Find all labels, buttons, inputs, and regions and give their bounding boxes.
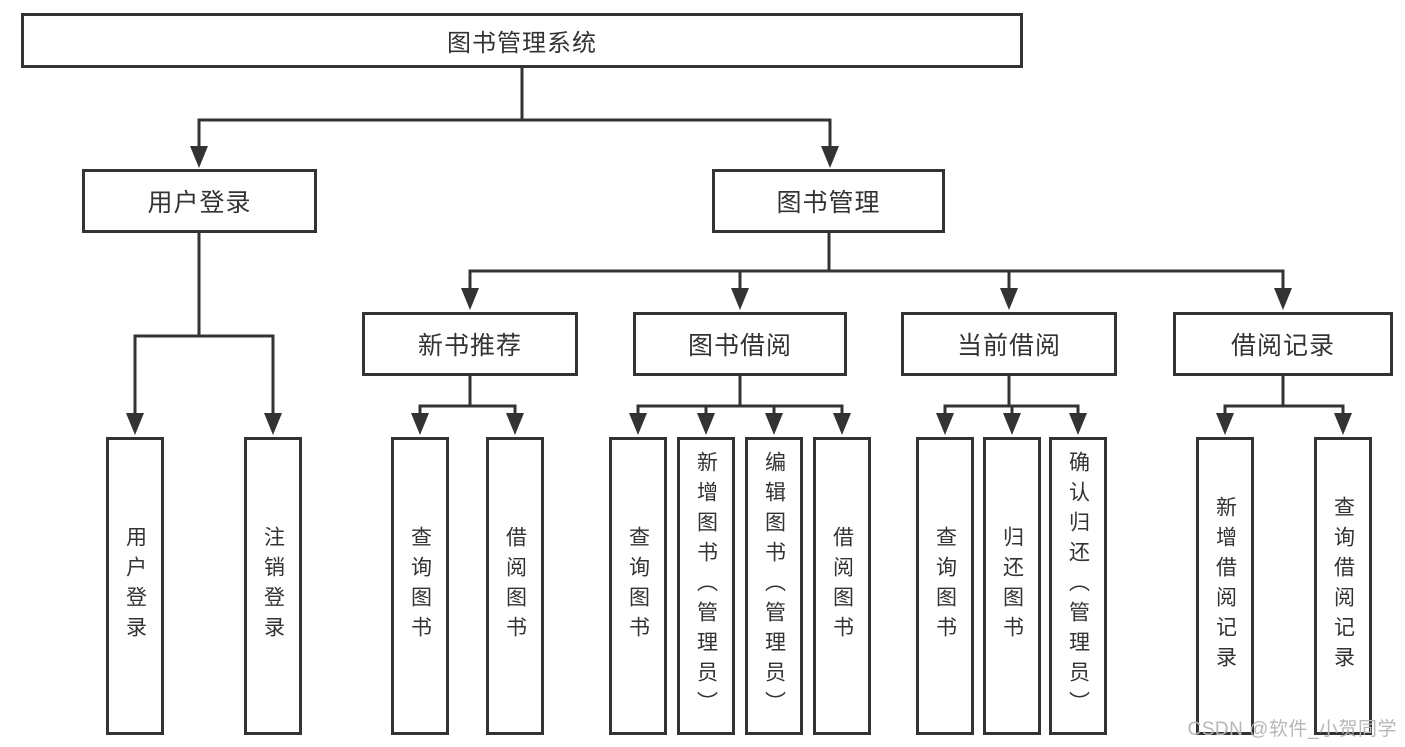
connector-new-book-recommend-to-leaves xyxy=(411,376,524,435)
leaf-edit-books-admin: 编辑图书（管理员） xyxy=(745,437,803,735)
leaf-user-login: 用户登录 xyxy=(106,437,164,735)
node-new-book-recommend: 新书推荐 xyxy=(362,312,578,376)
connector-borrow-record-to-leaves xyxy=(1216,376,1352,435)
leaf-label: 归还图书 xyxy=(1000,526,1024,646)
connector-user-login-to-leaves xyxy=(126,233,282,435)
leaf-add-books-admin: 新增图书（管理员） xyxy=(677,437,735,735)
connector-book-management-to-level2 xyxy=(461,233,1292,310)
leaf-query-books-borrow: 查询图书 xyxy=(609,437,667,735)
leaf-label: 查询图书 xyxy=(933,526,957,646)
node-user-login: 用户登录 xyxy=(82,169,317,233)
leaf-query-books-recommend: 查询图书 xyxy=(391,437,449,735)
leaf-label: 借阅图书 xyxy=(830,526,854,646)
arrow-to-borrow-record xyxy=(1274,288,1292,310)
leaf-label: 新增借阅记录 xyxy=(1213,496,1237,676)
leaf-borrow-books: 借阅图书 xyxy=(813,437,871,735)
node-label: 当前借阅 xyxy=(956,332,1061,360)
leaf-query-borrow-record: 查询借阅记录 xyxy=(1314,437,1372,735)
node-book-borrow: 图书借阅 xyxy=(633,312,847,376)
node-label: 借阅记录 xyxy=(1230,332,1335,360)
leaf-label: 注销登录 xyxy=(261,526,285,646)
node-label: 图书管理 xyxy=(776,189,881,217)
leaf-logout: 注销登录 xyxy=(244,437,302,735)
arrow-to-book-management xyxy=(821,146,839,168)
arrow-to-current-borrow xyxy=(1000,288,1018,310)
arrow-to-user-login xyxy=(190,146,208,168)
leaf-return-books: 归还图书 xyxy=(983,437,1041,735)
leaf-query-books-current: 查询图书 xyxy=(916,437,974,735)
leaf-label: 编辑图书（管理员） xyxy=(762,451,786,721)
node-label: 新书推荐 xyxy=(417,332,522,360)
leaf-label: 用户登录 xyxy=(123,526,147,646)
arrow-to-new-book-recommend xyxy=(461,288,479,310)
connector-book-borrow-to-leaves xyxy=(629,376,851,435)
node-library-management-system: 图书管理系统 xyxy=(21,13,1023,68)
leaf-confirm-return-admin: 确认归还（管理员） xyxy=(1049,437,1107,735)
node-label: 图书管理系统 xyxy=(447,30,597,57)
leaf-label: 新增图书（管理员） xyxy=(694,451,718,721)
leaf-label: 查询借阅记录 xyxy=(1331,496,1355,676)
leaf-label: 确认归还（管理员） xyxy=(1066,451,1090,721)
arrow-to-book-borrow xyxy=(731,288,749,310)
leaf-label: 查询图书 xyxy=(408,526,432,646)
leaf-borrow-books-recommend: 借阅图书 xyxy=(486,437,544,735)
node-book-management: 图书管理 xyxy=(712,169,945,233)
node-label: 用户登录 xyxy=(147,189,252,217)
node-borrow-record: 借阅记录 xyxy=(1173,312,1393,376)
node-current-borrow: 当前借阅 xyxy=(901,312,1117,376)
leaf-add-borrow-record: 新增借阅记录 xyxy=(1196,437,1254,735)
leaf-label: 借阅图书 xyxy=(503,526,527,646)
node-label: 图书借阅 xyxy=(687,332,792,360)
leaf-label: 查询图书 xyxy=(626,526,650,646)
connector-root-to-level1 xyxy=(190,68,839,168)
connector-current-borrow-to-leaves xyxy=(936,376,1087,435)
